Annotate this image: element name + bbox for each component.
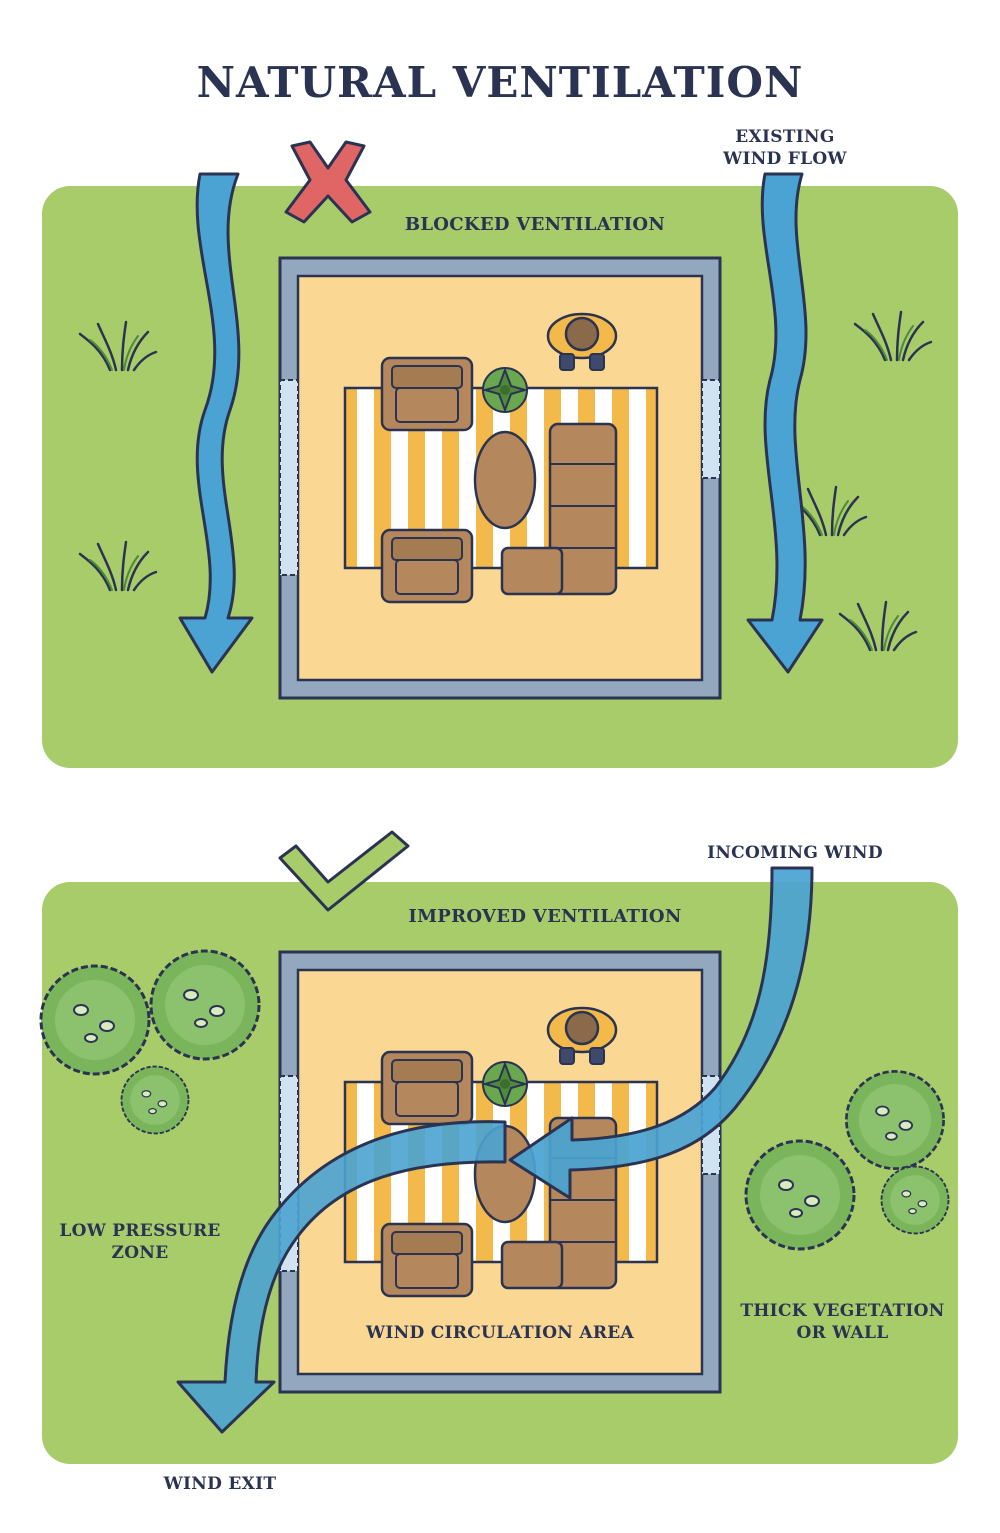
top-left-wind-arrow xyxy=(178,172,254,674)
wind-exit-arrow xyxy=(176,1120,507,1434)
existing-wind-line1: EXISTING xyxy=(735,127,835,147)
bottom-house xyxy=(278,950,722,1394)
red-x-icon xyxy=(284,140,372,224)
incoming-wind-arrow xyxy=(508,866,814,1200)
low-pressure-label: LOW PRESSURE ZONE xyxy=(55,1220,225,1264)
page-title: NATURAL VENTILATION xyxy=(196,58,804,107)
existing-wind-label: EXISTING WIND FLOW xyxy=(710,126,860,170)
green-check-icon xyxy=(278,830,410,912)
top-right-window xyxy=(701,379,721,479)
incoming-wind-label: INCOMING WIND xyxy=(707,843,883,863)
top-house xyxy=(278,256,722,700)
top-panel xyxy=(42,140,958,768)
bottom-panel xyxy=(39,830,958,1464)
circulation-label: WIND CIRCULATION AREA xyxy=(365,1323,635,1343)
vegetation-label: THICK VEGETATION OR WALL xyxy=(735,1300,950,1344)
existing-wind-line2: WIND FLOW xyxy=(723,149,847,170)
vegetation-line2: OR WALL xyxy=(796,1323,889,1344)
top-left-window xyxy=(279,379,299,576)
top-heading: BLOCKED VENTILATION xyxy=(404,214,666,235)
low-pressure-line1: LOW PRESSURE xyxy=(59,1221,221,1241)
bottom-heading: IMPROVED VENTILATION xyxy=(408,906,682,927)
vegetation-line1: THICK VEGETATION xyxy=(740,1301,945,1321)
top-right-wind-arrow xyxy=(746,172,824,674)
wind-exit-label: WIND EXIT xyxy=(163,1474,277,1494)
low-pressure-line2: ZONE xyxy=(111,1243,169,1264)
